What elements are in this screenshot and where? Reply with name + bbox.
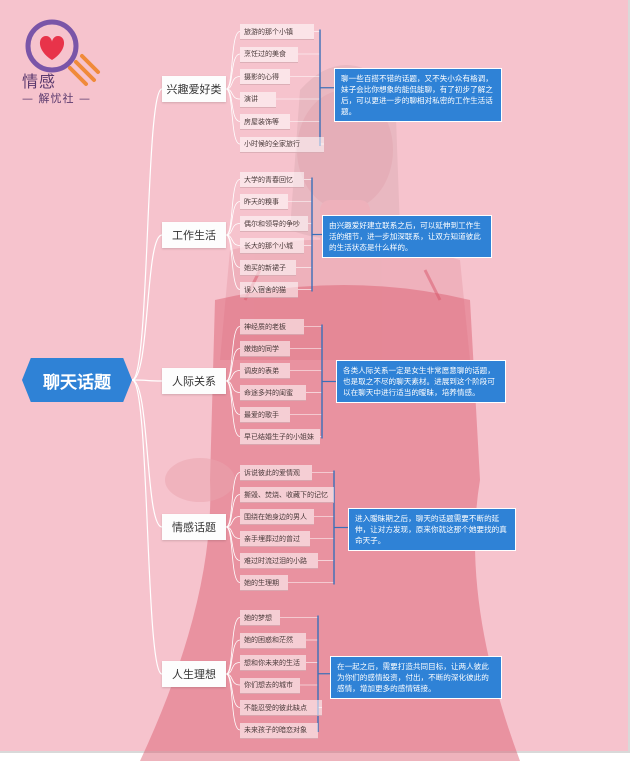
connector-line xyxy=(225,53,241,90)
connector-line xyxy=(131,379,163,675)
note-hobbies: 聊一些百搭不错的话题，又不失小众有格调，妹子会比你想象的能侃能聊，有了初步了解之… xyxy=(334,68,502,122)
connector-line xyxy=(225,348,241,382)
leaf-item[interactable]: 你们想去的城市 xyxy=(240,677,300,694)
connector-line xyxy=(225,223,241,236)
leaf-item[interactable]: 想和你未来的生活 xyxy=(240,655,306,671)
connector-line xyxy=(131,234,163,381)
connector-line xyxy=(225,617,241,675)
note-work-life: 由兴趣爱好建立联系之后，可以延伸到工作生活的细节，进一步加深联系，让双方知道彼此… xyxy=(322,215,492,258)
connector-line xyxy=(225,179,241,236)
connector-line xyxy=(225,380,241,437)
leaf-item[interactable]: 神经质的老板 xyxy=(240,319,304,335)
category-hobbies[interactable]: 兴趣爱好类 xyxy=(162,76,226,102)
leaf-item[interactable]: 房屋装饰等 xyxy=(240,114,290,130)
leaf-item[interactable]: 调皮的表弟 xyxy=(240,363,290,379)
connector-line xyxy=(225,639,241,675)
leaf-item[interactable]: 大学的青春回忆 xyxy=(240,172,304,188)
logo-subtitle: — 解忧社 — xyxy=(22,92,91,105)
heart-logo-icon xyxy=(25,19,100,86)
leaf-item[interactable]: 她的困惑和茫然 xyxy=(240,632,306,649)
root-topic[interactable]: 聊天话题 xyxy=(22,358,132,402)
connector-line xyxy=(225,234,241,268)
note-life-goals: 在一起之后，需要打造共同目标，让两人彼此为你们的感情投资，付出，不断的深化彼此的… xyxy=(330,656,502,699)
connector-line xyxy=(225,380,241,415)
connector-line xyxy=(225,673,241,731)
leaf-item[interactable]: 她的生理期 xyxy=(240,575,288,591)
connector-line xyxy=(225,526,241,583)
leaf-item[interactable]: 难过时流过泪的小路 xyxy=(240,553,318,569)
connector-line xyxy=(225,472,241,528)
leaf-item[interactable]: 她的梦想 xyxy=(240,610,280,626)
connector-line xyxy=(225,526,241,561)
connector-line xyxy=(131,379,163,382)
leaf-item[interactable]: 亲手埋葬过的曾过 xyxy=(240,531,310,547)
connector-line xyxy=(225,88,241,122)
category-work-life[interactable]: 工作生活 xyxy=(162,222,226,248)
leaf-item[interactable]: 演讲 xyxy=(240,91,276,108)
leaf-item[interactable]: 命途多舛的闺蜜 xyxy=(240,385,306,401)
leaf-item[interactable]: 长大的那个小城 xyxy=(240,238,304,254)
connector-line xyxy=(225,662,241,675)
leaf-item[interactable]: 早已结婚生子的小姐妹 xyxy=(240,429,320,445)
leaf-item[interactable]: 最爱的歌手 xyxy=(240,407,290,423)
leaf-item[interactable]: 烹饪过的美食 xyxy=(240,46,298,63)
connector-line xyxy=(131,379,163,528)
connector-line xyxy=(225,326,241,382)
category-emotions[interactable]: 情感话题 xyxy=(162,514,226,540)
leaf-item[interactable]: 小时候的全家旅行 xyxy=(240,136,324,153)
leaf-item[interactable]: 诉说彼此的爱情观 xyxy=(240,465,312,481)
connector-line xyxy=(225,31,241,90)
note-relationships: 各类人际关系一定是女生非常愿意聊的话题，也是取之不尽的聊天素材。进展到这个阶段可… xyxy=(336,360,506,403)
leaf-item[interactable]: 误入宿舍的猫 xyxy=(240,282,298,298)
leaf-item[interactable]: 未来孩子的暗恋对象 xyxy=(240,722,318,739)
leaf-item[interactable]: 旅游的那个小镇 xyxy=(240,24,314,40)
connector-line xyxy=(225,76,241,90)
category-life-goals[interactable]: 人生理想 xyxy=(162,661,226,687)
leaf-item[interactable]: 昨天的糗事 xyxy=(240,194,288,210)
connector-line xyxy=(225,494,241,528)
leaf-item[interactable]: 围绕在她身边的男人 xyxy=(240,509,314,525)
connector-line xyxy=(225,673,241,708)
connector-line xyxy=(225,201,241,236)
category-relationships[interactable]: 人际关系 xyxy=(162,368,226,394)
connector-line xyxy=(225,516,241,528)
connector-line xyxy=(225,370,241,382)
leaf-item[interactable]: 她买的新裙子 xyxy=(240,260,296,276)
leaf-item[interactable]: 偶尔和领导的争吵 xyxy=(240,216,308,232)
leaf-item[interactable]: 摄影的心得 xyxy=(240,69,290,85)
leaf-item[interactable]: 不能忍受的彼此缺点 xyxy=(240,700,322,716)
connector-line xyxy=(225,234,241,290)
connector-line xyxy=(225,88,241,145)
leaf-item[interactable]: 撕毁、焚烧、收藏下的记忆 xyxy=(240,487,334,503)
note-emotions: 进入暧昧期之后，聊天的话题需要不断的延伸，让对方发现，原来你就这那个她要找的真命… xyxy=(348,508,516,551)
logo-title: 情感 xyxy=(22,72,57,91)
connector-line xyxy=(131,88,163,381)
leaf-item[interactable]: 嫩炮的同学 xyxy=(240,341,290,357)
